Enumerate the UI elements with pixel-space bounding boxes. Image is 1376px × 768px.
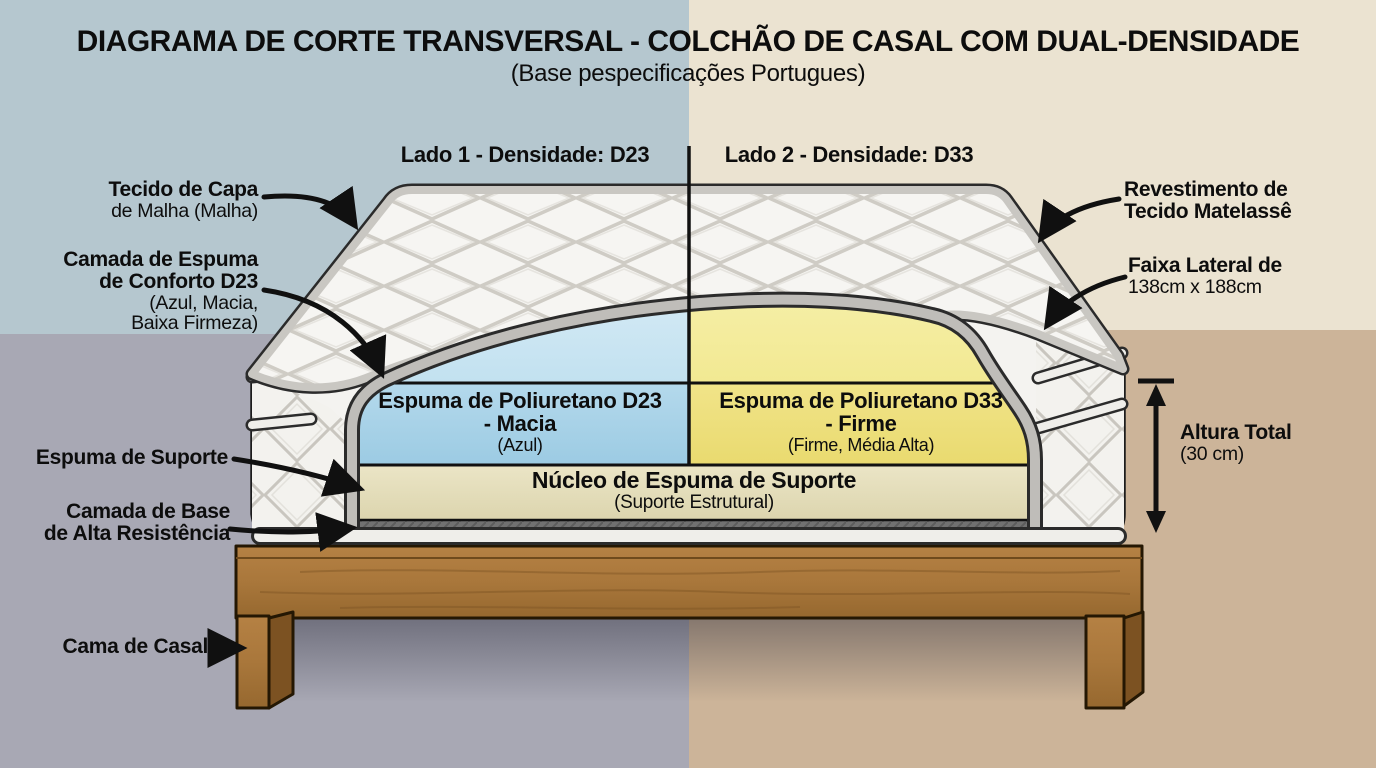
foam-block-d33 <box>689 383 1035 465</box>
arrow-faixa-lateral <box>1043 274 1128 331</box>
callout-camada-base: Camada de Base de Alta Resistência <box>8 501 230 545</box>
layer-line: (Azul) <box>497 434 543 455</box>
callout-tecido-capa: Tecido de Capa de Malha (Malha) <box>38 178 259 222</box>
callout-line: de Malha (Malha) <box>111 199 258 222</box>
callout-line: Tecido Matelassê <box>1124 199 1292 223</box>
callout-arrows <box>207 185 1128 668</box>
layer-line: (Firme, Média Alta) <box>787 434 935 455</box>
page-subtitle: (Base pespecificações Portugues) <box>510 60 866 87</box>
callout-line: Camada de Base <box>66 500 230 523</box>
callout-espuma-suporte: Espuma de Suporte <box>35 446 228 469</box>
arrow-revestimento <box>1037 196 1122 244</box>
layer-label-d23: Espuma de Poliuretano D23 - Macia (Azul) <box>360 388 680 455</box>
arrow-tecido-capa <box>261 185 359 231</box>
callout-line: 138cm x 188cm <box>1128 275 1262 298</box>
callout-line: Tecido de Capa <box>108 178 259 201</box>
callout-revestimento: Revestimento de Tecido Matelassê <box>1124 179 1292 223</box>
support-core <box>352 465 1035 520</box>
under-bed-shadow <box>285 618 1095 702</box>
layer-label-d33: Espuma de Poliuretano D33 - Firme (Firme… <box>700 388 1022 455</box>
callout-line: (30 cm) <box>1180 442 1244 465</box>
callout-line: de Alta Resistência <box>43 521 230 545</box>
callout-line: (Azul, Macia, <box>149 291 258 314</box>
foam-block-d23 <box>352 383 689 465</box>
callout-line: Altura Total <box>1180 421 1292 444</box>
callout-line: Faixa Lateral de <box>1128 254 1282 277</box>
callout-cama-casal: Cama de Casal <box>62 635 208 658</box>
callout-line: Camada de Espuma <box>63 248 258 271</box>
height-measure-arrow <box>1138 378 1174 533</box>
side1-header: Lado 1 - Densidade: D23 <box>400 142 650 167</box>
layer-line: (Suporte Estrutural) <box>614 491 774 513</box>
layer-line: Espuma de Poliuretano D33 <box>719 388 1003 413</box>
layer-label-nucleo: Núcleo de Espuma de Suporte (Suporte Est… <box>424 467 964 513</box>
side2-header: Lado 2 - Densidade: D33 <box>724 142 974 167</box>
layer-line: - Firme <box>825 410 897 436</box>
layer-line: - Macia <box>483 410 557 436</box>
callout-line: de Conforto D23 <box>99 269 258 293</box>
bed-frame <box>234 544 1145 710</box>
layer-line: Espuma de Poliuretano D23 <box>378 388 662 413</box>
arrow-camada-espuma <box>261 287 387 379</box>
callout-faixa-lateral: Faixa Lateral de 138cm x 188cm <box>1128 255 1282 297</box>
layer-line: Núcleo de Espuma de Suporte <box>531 467 857 493</box>
page-title: DIAGRAMA DE CORTE TRANSVERSAL - COLCHÃO … <box>76 25 1300 58</box>
arrow-camada-base <box>227 512 358 552</box>
cut-edge-tape <box>344 291 1043 537</box>
callout-line: Baixa Firmeza) <box>131 311 258 334</box>
arrow-espuma-suporte <box>231 456 366 497</box>
callout-line: Revestimento de <box>1124 178 1288 201</box>
callout-camada-espuma: Camada de Espuma de Conforto D23 (Azul, … <box>38 248 258 334</box>
callout-altura-total: Altura Total (30 cm) <box>1180 422 1292 464</box>
